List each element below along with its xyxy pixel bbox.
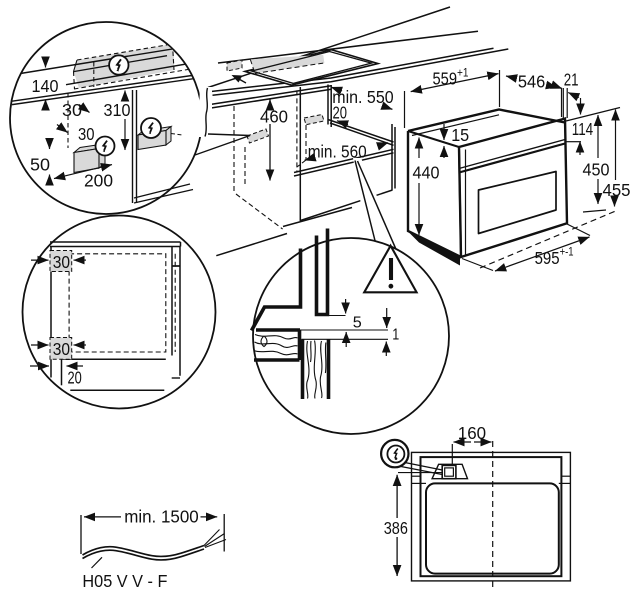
svg-text:440: 440: [413, 163, 440, 183]
svg-text:30: 30: [53, 252, 71, 272]
svg-text:386: 386: [384, 518, 408, 538]
svg-text:450: 450: [583, 160, 610, 180]
svg-text:595+-1: 595+-1: [535, 245, 574, 269]
svg-text:min. 550: min. 550: [332, 87, 394, 107]
svg-text:min. 1500: min. 1500: [124, 507, 199, 527]
svg-text:H05 V V - F: H05 V V - F: [82, 571, 167, 591]
svg-text:21: 21: [564, 70, 579, 90]
svg-text:310: 310: [104, 100, 131, 120]
svg-text:1: 1: [392, 327, 399, 344]
svg-text:15: 15: [451, 125, 469, 145]
svg-text:30: 30: [78, 124, 95, 144]
svg-text:30: 30: [62, 100, 82, 120]
svg-text:546: 546: [518, 72, 545, 92]
svg-text:460: 460: [260, 107, 288, 127]
svg-text:20: 20: [333, 103, 348, 123]
svg-text:20: 20: [68, 368, 82, 388]
svg-text:140: 140: [32, 76, 59, 96]
svg-text:455: 455: [603, 180, 631, 200]
svg-text:114: 114: [572, 119, 594, 139]
svg-text:50: 50: [30, 155, 50, 175]
svg-text:min. 560: min. 560: [308, 142, 367, 162]
svg-text:5: 5: [353, 315, 362, 332]
svg-text:200: 200: [84, 171, 113, 191]
svg-text:559+1: 559+1: [433, 66, 469, 89]
svg-text:160: 160: [458, 423, 487, 443]
svg-text:30: 30: [53, 339, 71, 359]
